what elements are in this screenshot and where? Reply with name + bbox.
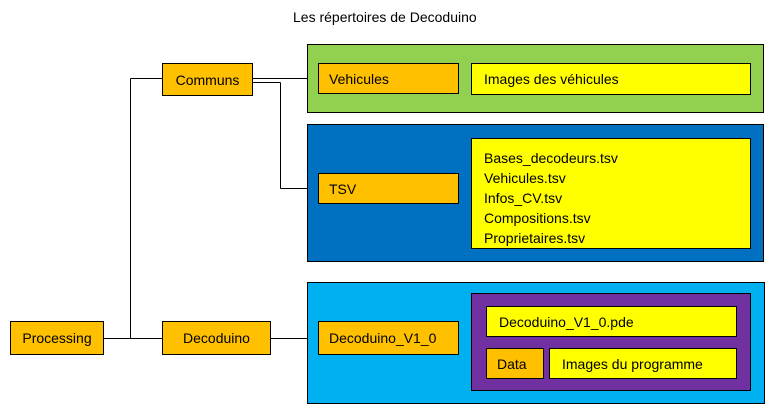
folder-communs: Communs	[162, 63, 253, 96]
tsv-file-item: Bases_decodeurs.tsv	[484, 150, 618, 166]
pde-file: Decoduino_V1_0.pde	[486, 306, 737, 337]
tsv-file-item: Infos_CV.tsv	[484, 190, 563, 206]
folder-processing: Processing	[10, 321, 104, 355]
vehicules-content: Images des véhicules	[471, 63, 751, 95]
folder-tsv: TSV	[318, 173, 459, 204]
tsv-file-item: Proprietaires.tsv	[484, 230, 586, 246]
folder-vehicules: Vehicules	[318, 63, 459, 94]
tsv-file-item: Vehicules.tsv	[484, 170, 566, 186]
folder-decoduino-v1-0: Decoduino_V1_0	[318, 321, 459, 355]
tsv-file-list: Bases_decodeurs.tsv Vehicules.tsv Infos_…	[471, 138, 751, 249]
tsv-file-item: Compositions.tsv	[484, 210, 591, 226]
folder-data: Data	[486, 348, 544, 379]
diagram-title: Les répertoires de Decoduino	[293, 9, 477, 25]
folder-decoduino: Decoduino	[162, 321, 271, 355]
data-content: Images du programme	[549, 348, 737, 379]
